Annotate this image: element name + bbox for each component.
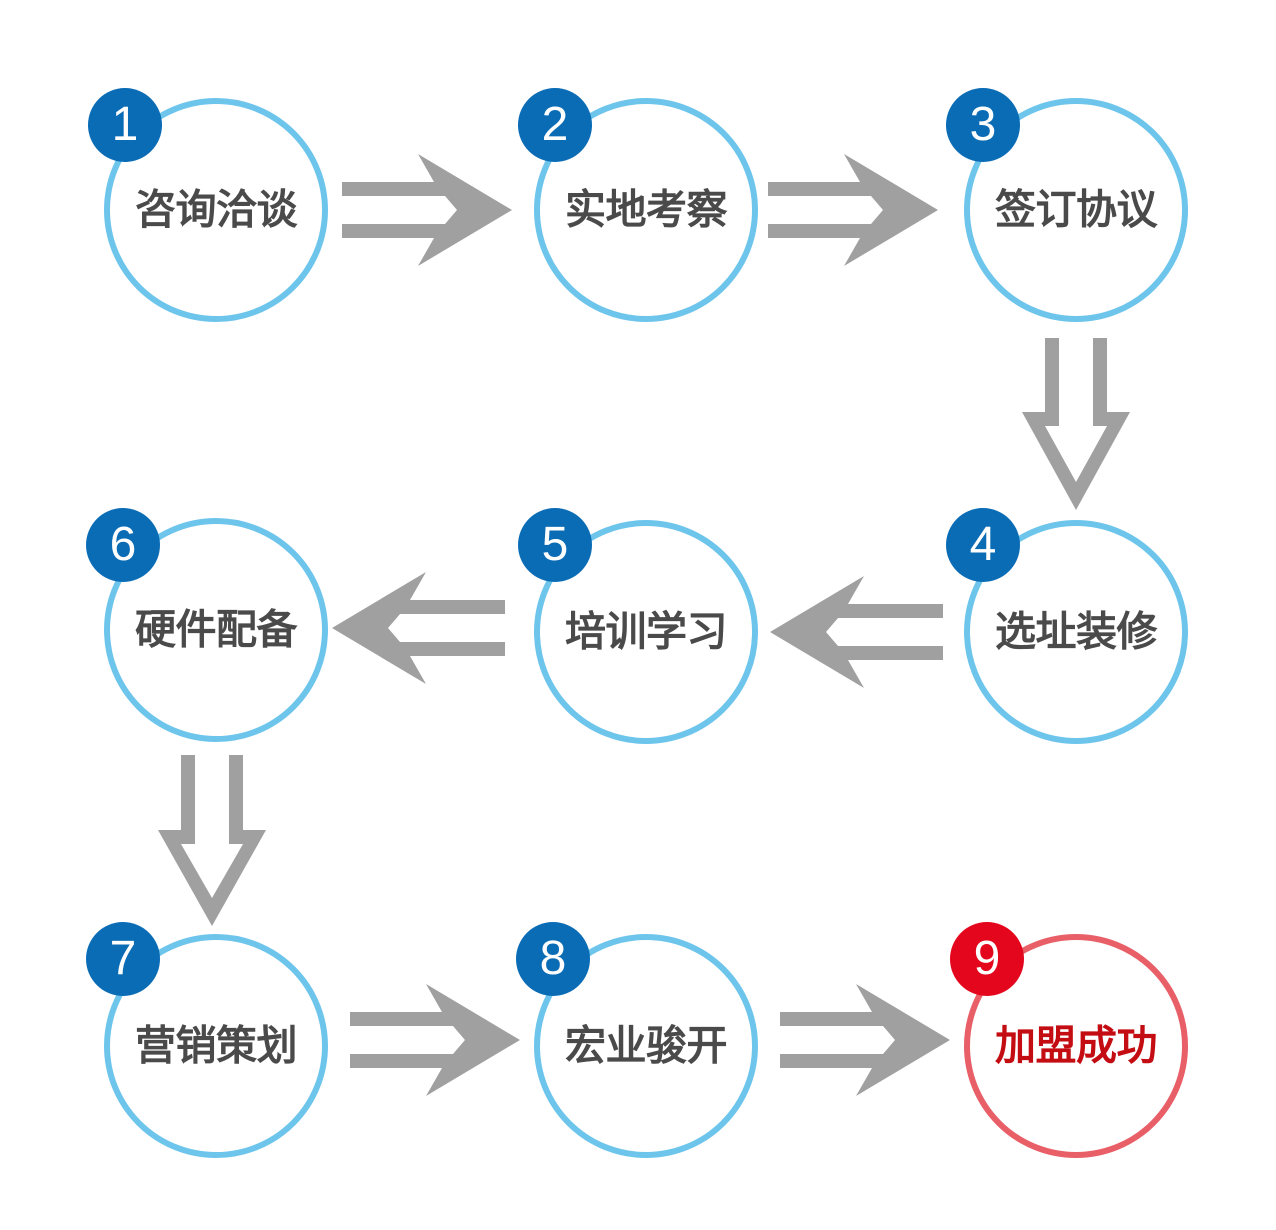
step-5-label: 培训学习 — [565, 607, 728, 656]
step-6-label: 硬件配备 — [135, 605, 298, 654]
step-6-number-badge: 6 — [86, 508, 160, 582]
step-4-number-badge: 4 — [946, 508, 1020, 582]
step-9-label: 加盟成功 — [995, 1021, 1158, 1070]
step-9-number-badge: 9 — [950, 922, 1024, 996]
arrow-step5-to-step6 — [332, 572, 505, 684]
step-8-label: 宏业骏开 — [565, 1021, 728, 1070]
arrow-step7-to-step8 — [350, 984, 520, 1096]
step-8-number-badge: 8 — [516, 922, 590, 996]
arrow-step8-to-step9 — [780, 984, 950, 1096]
step-1-label: 咨询洽谈 — [135, 185, 298, 234]
step-3-number-badge: 3 — [946, 88, 1020, 162]
arrow-step1-to-step2 — [342, 154, 512, 266]
step-2-label: 实地考察 — [565, 185, 728, 234]
step-3-label: 签订协议 — [995, 185, 1158, 234]
step-2-number-badge: 2 — [518, 88, 592, 162]
step-5-number-badge: 5 — [518, 508, 592, 582]
arrow-step2-to-step3 — [768, 154, 938, 266]
arrow-step3-to-step4 — [1022, 338, 1130, 510]
step-1-number-badge: 1 — [88, 88, 162, 162]
step-4-label: 选址装修 — [995, 607, 1158, 656]
arrow-step6-to-step7 — [158, 755, 266, 926]
arrow-step4-to-step5 — [770, 576, 943, 688]
step-7-label: 营销策划 — [135, 1021, 298, 1070]
step-7-number-badge: 7 — [86, 922, 160, 996]
